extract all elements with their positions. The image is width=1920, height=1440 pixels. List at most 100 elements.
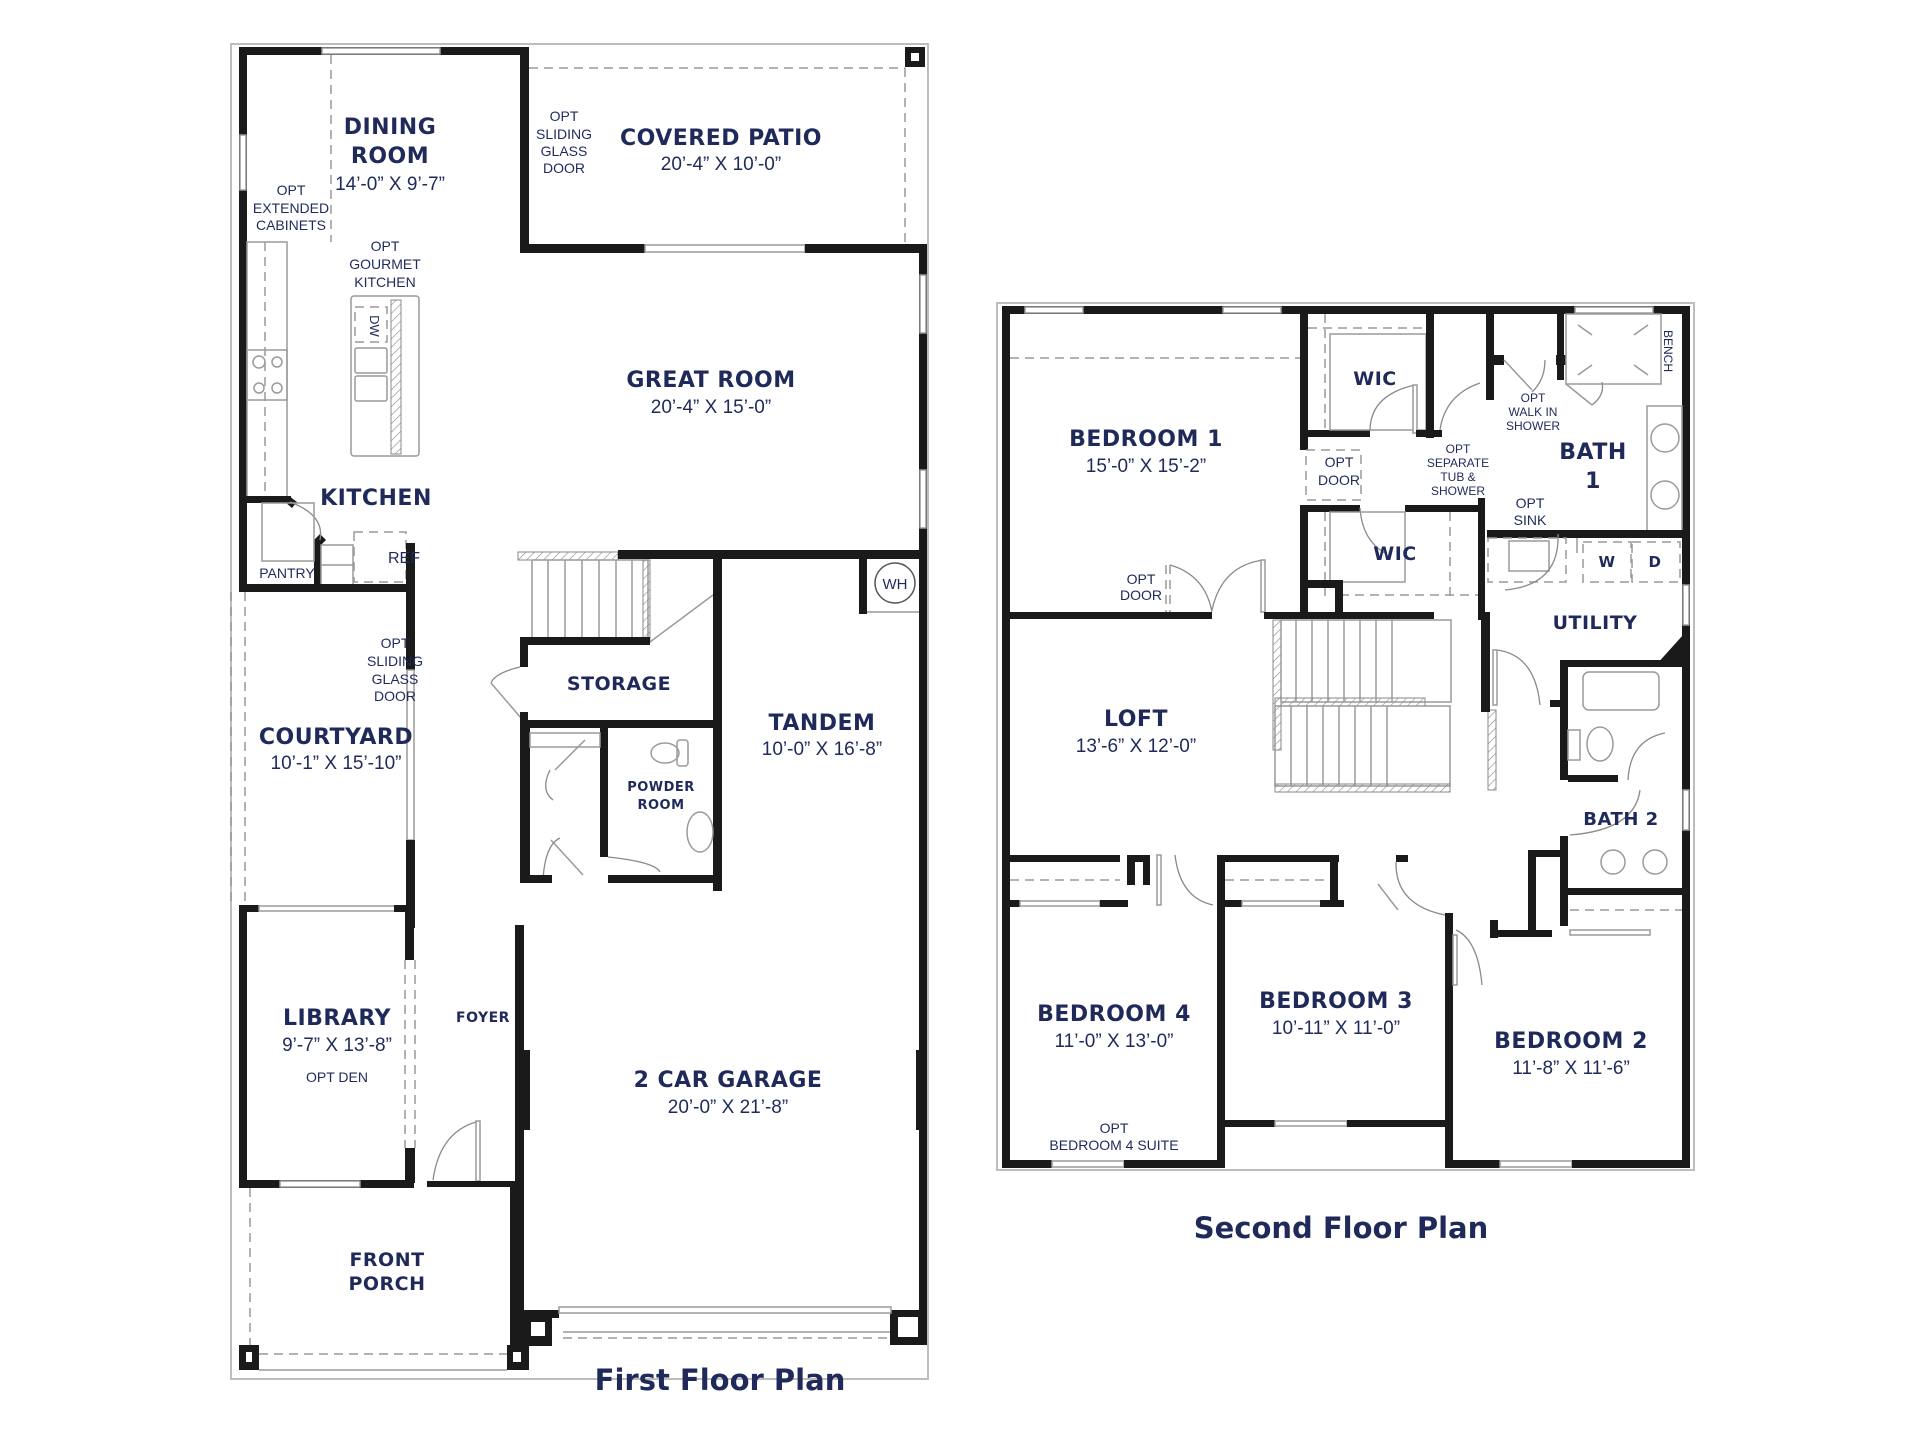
loft-dims: 13’-6” X 12’-0” bbox=[1076, 736, 1196, 757]
bedroom1-south-wall bbox=[1002, 612, 1212, 619]
dining-room-dims: 14’-0” X 9’-7” bbox=[335, 174, 445, 195]
library-label: LIBRARY bbox=[283, 1006, 392, 1031]
bedroom1-dims: 15’-0” X 15’-2” bbox=[1086, 456, 1206, 477]
tandem-dims: 10’-0” X 16’-8” bbox=[762, 739, 882, 760]
utility-label: UTILITY bbox=[1553, 612, 1638, 634]
note-gourmet-kitchen-1: OPT bbox=[371, 238, 400, 254]
garage-west-wall bbox=[515, 925, 524, 1345]
window bbox=[239, 134, 247, 191]
garage-dims: 20’-0” X 21’-8” bbox=[668, 1097, 788, 1118]
note-separate-tub-4: SHOWER bbox=[1431, 484, 1485, 498]
note-opt-sink-2: SINK bbox=[1514, 512, 1547, 528]
first-floor-plan: DINING ROOM 14’-0” X 9’-7” OPT EXTENDED … bbox=[230, 43, 929, 1397]
note-extended-cabinets-3: CABINETS bbox=[256, 217, 326, 233]
storage-north-wall bbox=[520, 637, 650, 645]
bedroom4-option-2: BEDROOM 4 SUITE bbox=[1049, 1137, 1178, 1153]
refrigerator-label: REF bbox=[388, 550, 420, 567]
patio-south-wall bbox=[520, 244, 645, 253]
bedroom4-label: BEDROOM 4 bbox=[1037, 1002, 1191, 1027]
garage-east-wall bbox=[919, 553, 927, 1343]
note-walk-in-shower-3: SHOWER bbox=[1506, 419, 1560, 433]
note-courtyard-door-1: OPT bbox=[381, 635, 410, 651]
library-dims: 9’-7” X 13’-8” bbox=[282, 1035, 392, 1056]
wic-bottom-label: WIC bbox=[1373, 543, 1416, 565]
foyer-label: FOYER bbox=[456, 1010, 510, 1026]
window bbox=[919, 274, 927, 334]
slider bbox=[644, 244, 806, 253]
front-porch-label-2: PORCH bbox=[348, 1273, 425, 1295]
note-patio-door-4: DOOR bbox=[543, 160, 585, 176]
bath1-label: BATH bbox=[1559, 440, 1627, 465]
first-floor-outline bbox=[230, 43, 929, 1380]
courtyard-label: COURTYARD bbox=[259, 725, 413, 750]
note-extended-cabinets-1: OPT bbox=[277, 182, 306, 198]
note-separate-tub-3: TUB & bbox=[1440, 470, 1475, 484]
note-opt-door-closet-2: DOOR bbox=[1318, 472, 1360, 488]
pantry-label: PANTRY bbox=[259, 565, 315, 581]
great-room-east-wall bbox=[919, 253, 927, 553]
second-floor-north-wall bbox=[1002, 306, 1688, 314]
stair-north-wall bbox=[618, 550, 926, 559]
second-floor-outline bbox=[996, 302, 1695, 1171]
bedroom3-west-wall bbox=[1217, 855, 1225, 1165]
window bbox=[919, 469, 927, 529]
note-walk-in-shower-2: WALK IN bbox=[1509, 405, 1558, 419]
note-gourmet-kitchen-2: GOURMET bbox=[349, 256, 421, 272]
water-heater-label: WH bbox=[883, 576, 908, 593]
dining-room-label: DINING bbox=[344, 115, 437, 140]
dishwasher-label: DW bbox=[367, 315, 382, 337]
bedroom3-dims: 10’-11” X 11’-0” bbox=[1272, 1018, 1400, 1039]
bedroom1-label: BEDROOM 1 bbox=[1069, 427, 1223, 452]
sink bbox=[354, 347, 388, 374]
bath1-label-2: 1 bbox=[1585, 469, 1601, 494]
courtyard-dims: 10’-1” X 15’-10” bbox=[271, 753, 402, 774]
garage-label: 2 CAR GARAGE bbox=[634, 1068, 823, 1093]
note-patio-door-1: OPT bbox=[550, 108, 579, 124]
utility-north-wall bbox=[1487, 530, 1683, 538]
second-floor-west-wall bbox=[1002, 306, 1010, 1168]
note-courtyard-door-3: GLASS bbox=[372, 671, 419, 687]
great-room-dims: 20’-4” X 15’-0” bbox=[651, 397, 771, 418]
library-option-label: OPT DEN bbox=[306, 1069, 368, 1085]
tandem-label: TANDEM bbox=[769, 711, 876, 736]
dryer-label: D bbox=[1649, 553, 1662, 571]
front-porch-label: FRONT bbox=[349, 1249, 424, 1271]
bedroom2-dims: 11’-8” X 11’-6” bbox=[1512, 1058, 1630, 1079]
note-extended-cabinets-2: EXTENDED bbox=[253, 200, 329, 216]
bedroom3-label: BEDROOM 3 bbox=[1259, 989, 1413, 1014]
bath2-label: BATH 2 bbox=[1583, 809, 1658, 830]
west-wall-dining bbox=[239, 48, 247, 592]
pantry-south-wall bbox=[239, 584, 414, 592]
bedroom4-option-1: OPT bbox=[1100, 1120, 1129, 1136]
covered-patio-label: COVERED PATIO bbox=[620, 126, 822, 151]
stair-east-wall bbox=[1481, 612, 1490, 712]
note-opt-door-closet-1: OPT bbox=[1325, 454, 1354, 470]
patio-south-wall-east bbox=[805, 244, 927, 253]
window bbox=[321, 47, 441, 55]
storage-label: STORAGE bbox=[567, 673, 671, 695]
note-opt-sink-1: OPT bbox=[1516, 495, 1545, 511]
note-courtyard-door-2: SLIDING bbox=[367, 653, 423, 669]
note-opt-door-bedroom-2: DOOR bbox=[1120, 587, 1162, 603]
bedroom2-label: BEDROOM 2 bbox=[1494, 1029, 1648, 1054]
note-walk-in-shower-1: OPT bbox=[1521, 391, 1546, 405]
second-floor-east-wall bbox=[1682, 306, 1690, 1168]
great-room-label: GREAT ROOM bbox=[626, 368, 795, 393]
bedroom4-dims: 11’-0” X 13’-0” bbox=[1055, 1031, 1174, 1052]
wic-top-label: WIC bbox=[1353, 368, 1396, 390]
kitchen-island bbox=[350, 295, 420, 457]
kitchen-label: KITCHEN bbox=[320, 486, 432, 511]
washer-label: W bbox=[1598, 553, 1615, 571]
storage-south-wall bbox=[520, 720, 720, 728]
cooktop bbox=[246, 349, 288, 401]
note-patio-door-3: GLASS bbox=[541, 143, 588, 159]
note-courtyard-door-4: DOOR bbox=[374, 688, 416, 704]
note-opt-door-bedroom-1: OPT bbox=[1127, 571, 1156, 587]
dining-patio-wall bbox=[520, 47, 529, 252]
note-patio-door-2: SLIDING bbox=[536, 126, 592, 142]
dining-room-label-2: ROOM bbox=[351, 144, 429, 169]
powder-room-label: POWDER bbox=[627, 780, 695, 795]
loft-label: LOFT bbox=[1104, 707, 1168, 732]
note-gourmet-kitchen-3: KITCHEN bbox=[354, 274, 415, 290]
